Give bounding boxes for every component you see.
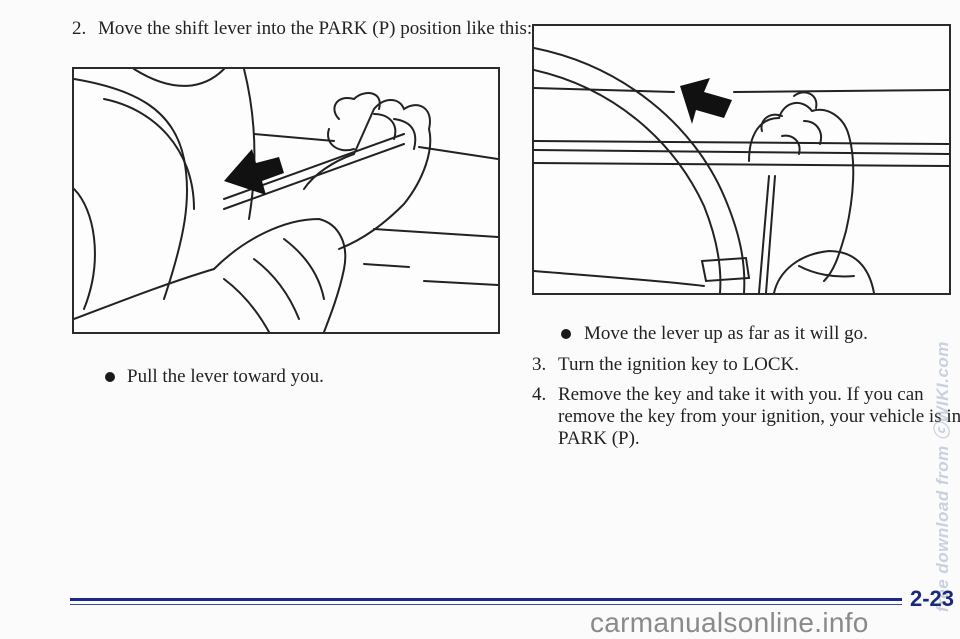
bullet-pull-lever-text: Pull the lever toward you. — [127, 366, 324, 387]
step-3-text: Turn the ignition key to LOCK. — [558, 354, 800, 375]
step-2-number: 2. — [72, 18, 87, 39]
step-4-number: 4. — [532, 384, 547, 405]
footer-rule-thin — [70, 604, 902, 605]
bullet-dot — [105, 372, 115, 382]
move-lever-drawing — [534, 47, 949, 293]
bullet-dot — [561, 329, 571, 339]
illustration-pull-lever — [72, 67, 500, 334]
illustration-move-lever-up — [532, 24, 951, 295]
footer-rule-thick — [70, 598, 902, 601]
page-number: 2-23 — [910, 586, 955, 611]
pull-lever-drawing — [74, 69, 498, 332]
watermark-text: free download from ⓒWIKI.com — [933, 341, 952, 612]
footer-site-link[interactable]: carmanualsonline.info — [590, 607, 869, 638]
step-4-line-3: PARK (P). — [558, 428, 640, 449]
step-4-line-2: remove the key from your ignition, your … — [558, 406, 960, 427]
bullet-move-lever-text: Move the lever up as far as it will go. — [584, 323, 868, 344]
step-2-text: Move the shift lever into the PARK (P) p… — [98, 18, 533, 39]
step-4-line-1: Remove the key and take it with you. If … — [558, 384, 924, 405]
step-3-number: 3. — [532, 354, 547, 375]
